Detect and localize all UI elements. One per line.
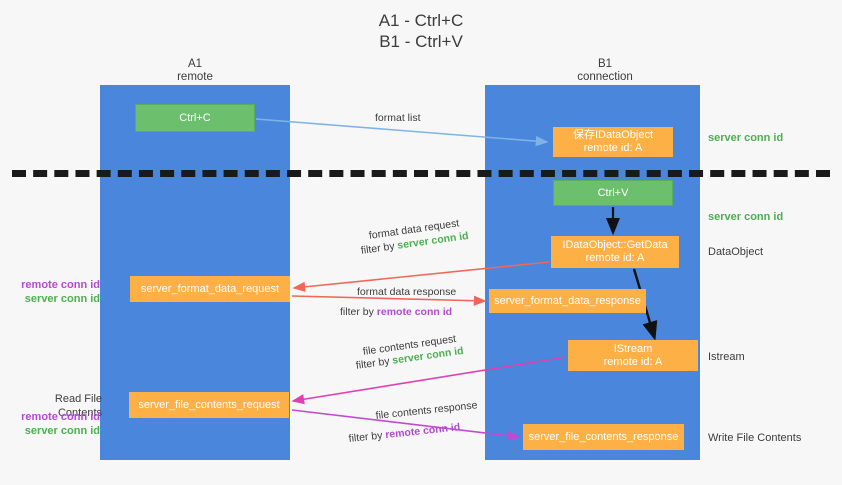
box-ctrl-v[interactable]: Ctrl+V — [553, 180, 673, 206]
box-save-idataobject[interactable]: 保存IDataObject remote id: A — [553, 127, 673, 157]
arrow-label-format-data-response: format data response — [357, 286, 457, 298]
arrow-label-filter-remote-conn-id-1: filter by remote conn id — [340, 305, 452, 319]
filter-by-text-4: filter by — [348, 429, 386, 445]
box-server-format-data-response[interactable]: server_format_data_response — [489, 289, 646, 313]
arrow-label-format-list: format list — [375, 112, 421, 124]
remote-conn-id-text-1: remote conn id — [376, 306, 453, 318]
left-label-remote-conn-id-2: remote conn id — [21, 411, 100, 423]
remote-conn-id-text-2: remote conn id — [384, 421, 461, 442]
column-header-b1: B1 connection — [577, 58, 633, 83]
side-label-server-conn-id-mid: server conn id — [708, 211, 784, 223]
column-header-a1: A1 remote — [177, 58, 213, 83]
side-label-write-file-contents: Write File Contents — [708, 432, 802, 444]
left-label-remote-conn-id: remote conn id — [21, 279, 100, 291]
left-label-conn-ids-upper: remote conn id server conn id — [8, 278, 100, 306]
box-server-format-data-request[interactable]: server_format_data_request — [130, 276, 290, 302]
dashed-separator — [12, 170, 830, 177]
arrow-label-file-contents-response: file contents response — [375, 399, 478, 422]
side-label-istream: Istream — [708, 351, 745, 363]
side-label-server-conn-id-top: server conn id — [708, 132, 784, 144]
box-ctrl-c[interactable]: Ctrl+C — [135, 104, 255, 132]
box-istream[interactable]: IStream remote id: A — [568, 340, 698, 371]
left-label-read-file-contents: Read File Contents — [54, 393, 102, 419]
box-server-file-contents-request[interactable]: server_file_contents_request — [129, 392, 289, 418]
filter-by-text-1: filter by — [360, 239, 399, 257]
left-label-server-conn-id-2: server conn id — [24, 425, 100, 437]
filter-by-text-2: filter by — [340, 306, 377, 318]
box-server-file-contents-response[interactable]: server_file_contents_response — [523, 424, 684, 450]
box-idataobject-getdata[interactable]: IDataObject::GetData remote id: A — [551, 236, 679, 268]
left-label-server-conn-id: server conn id — [24, 293, 100, 305]
page-title: A1 - Ctrl+C B1 - Ctrl+V — [378, 11, 464, 51]
filter-by-text-3: filter by — [355, 354, 394, 372]
arrow-label-filter-remote-conn-id-2: filter by remote conn id — [348, 420, 461, 446]
left-label-conn-ids-lower: remote conn id server conn id — [8, 410, 100, 438]
side-label-dataobject: DataObject — [708, 246, 764, 258]
